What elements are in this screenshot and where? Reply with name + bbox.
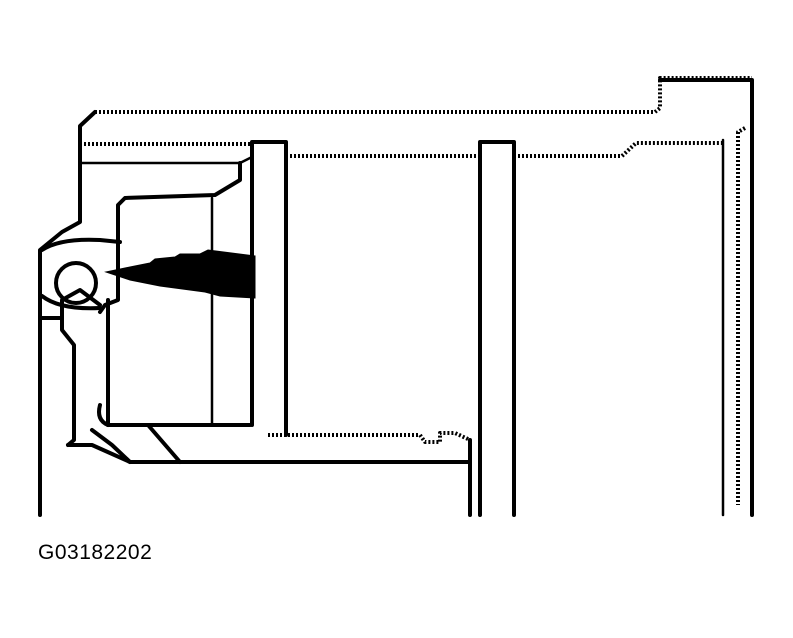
plate-left-cap	[250, 140, 288, 157]
lower-lip-curve	[97, 403, 110, 427]
bore-upper	[78, 141, 723, 165]
figure-code-label: G03182202	[38, 541, 153, 564]
spline-line-right	[514, 141, 723, 158]
lower-base-line	[66, 443, 472, 464]
seal-carrier	[60, 161, 252, 447]
carrier-step	[60, 316, 76, 447]
carrier-face	[106, 298, 252, 427]
lower-chamfer	[106, 423, 182, 464]
housing-top-edge	[95, 76, 752, 114]
indicator-arrow	[104, 249, 256, 299]
plate-right	[478, 153, 516, 517]
o-ring-groove-top	[40, 237, 122, 252]
plate-right-cap	[478, 140, 516, 157]
housing-right-wall	[658, 78, 754, 517]
o-ring-seal	[40, 237, 122, 311]
o-ring	[54, 261, 98, 305]
plate-left	[250, 153, 288, 437]
bore-inner-line	[78, 155, 254, 165]
housing-left-profile	[38, 110, 97, 320]
clutch-plates	[250, 140, 516, 517]
lower-section	[38, 316, 472, 517]
lower-spline-line	[268, 431, 471, 444]
housing-right-serration	[736, 126, 746, 505]
lower-diagonal	[90, 428, 132, 464]
o-ring-groove-bottom	[40, 294, 102, 311]
